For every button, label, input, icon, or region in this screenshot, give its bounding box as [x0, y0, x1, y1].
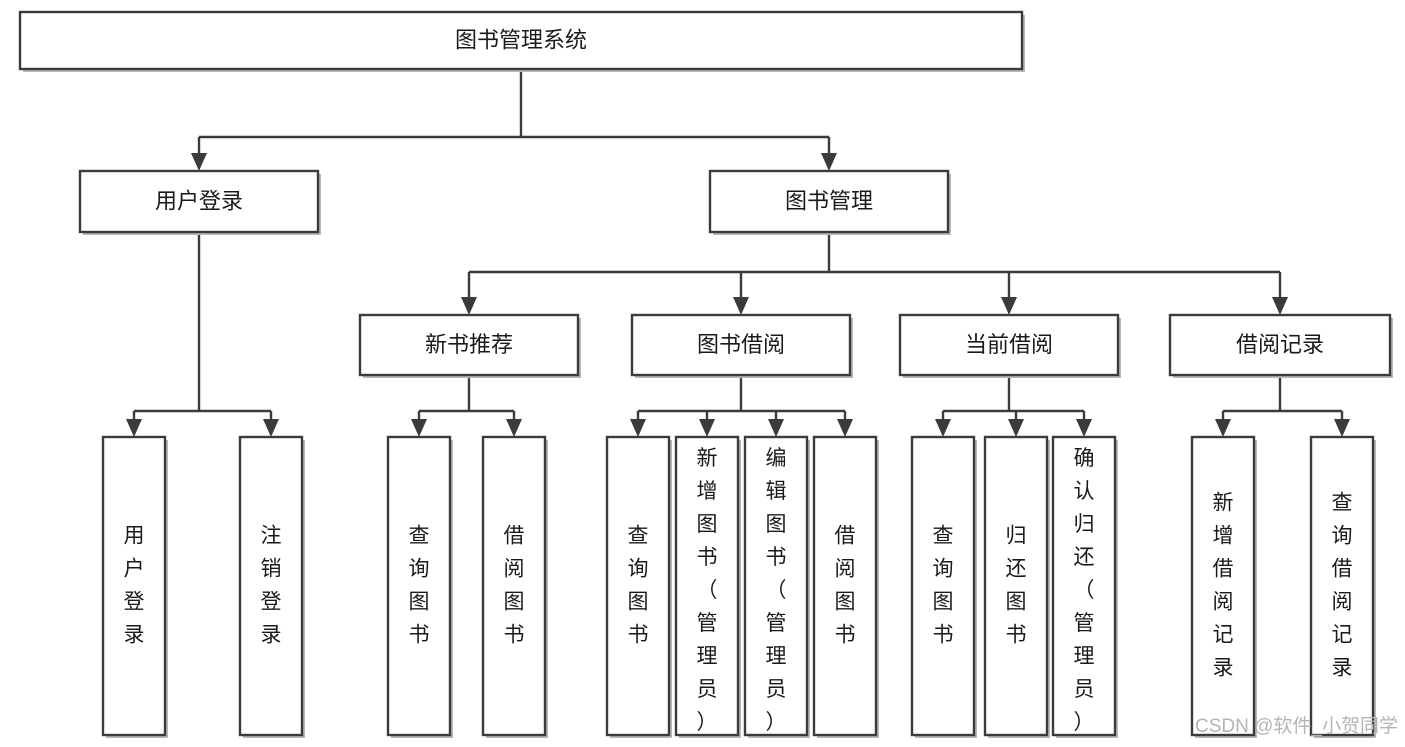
- node-box[interactable]: [481, 435, 547, 737]
- node-recommend-borrow-book[interactable]: 借阅图书: [481, 435, 548, 738]
- node-label: 确认归还（管理员）: [1074, 447, 1095, 734]
- node-box[interactable]: [674, 435, 740, 737]
- node-current-borrow[interactable]: 当前借阅: [898, 313, 1121, 378]
- connector-to-borrow-edit-book-head: [768, 419, 784, 437]
- node-current-query-book[interactable]: 查询图书: [910, 435, 977, 738]
- node-label: 当前借阅: [965, 332, 1053, 357]
- node-label: 借阅图书: [504, 524, 525, 646]
- node-box[interactable]: [708, 169, 950, 234]
- connector-to-recommend-borrow-book-head: [506, 419, 522, 437]
- node-record-query[interactable]: 查询借阅记录: [1309, 435, 1376, 738]
- node-layer: 图书管理系统用户登录用户登录注销登录图书管理新书推荐查询图书借阅图书图书借阅查询…: [18, 10, 1393, 738]
- node-label: 归还图书: [1006, 524, 1027, 646]
- connector-to-current-confirm-return-head: [1076, 419, 1092, 437]
- node-label: 查询图书: [628, 524, 649, 646]
- node-recommend-query-book[interactable]: 查询图书: [386, 435, 453, 738]
- node-label: 借阅图书: [835, 524, 856, 646]
- node-box[interactable]: [1190, 435, 1256, 737]
- node-box[interactable]: [386, 435, 452, 737]
- node-borrow-lend-book[interactable]: 借阅图书: [812, 435, 879, 738]
- node-label: 查询图书: [933, 524, 954, 646]
- connector-to-user-login-head: [191, 153, 207, 171]
- connector-to-borrow-lend-book-head: [837, 419, 853, 437]
- node-box[interactable]: [630, 313, 852, 377]
- connector-to-current-return-book-head: [1008, 419, 1024, 437]
- node-current-return-book[interactable]: 归还图书: [983, 435, 1050, 738]
- node-user-login-do[interactable]: 用户登录: [101, 435, 168, 738]
- node-book-borrow[interactable]: 图书借阅: [630, 313, 853, 378]
- node-box[interactable]: [898, 313, 1120, 377]
- node-label: 查询借阅记录: [1332, 491, 1353, 679]
- connector-to-book-borrow-head: [733, 297, 749, 315]
- connector-to-borrow-add-book-head: [699, 419, 715, 437]
- node-borrow-edit-book[interactable]: 编辑图书（管理员）: [743, 435, 810, 738]
- node-label: 新书推荐: [425, 332, 513, 357]
- node-label: 用户登录: [124, 524, 145, 646]
- node-root[interactable]: 图书管理系统: [18, 10, 1025, 72]
- node-box[interactable]: [101, 435, 167, 737]
- node-box[interactable]: [605, 435, 671, 737]
- node-new-book-recommend[interactable]: 新书推荐: [358, 313, 581, 378]
- node-box[interactable]: [358, 313, 580, 377]
- node-box[interactable]: [1309, 435, 1375, 737]
- node-user-logout[interactable]: 注销登录: [238, 435, 305, 738]
- connector-layer: [126, 69, 1350, 437]
- connector-to-user-logout-head: [263, 419, 279, 437]
- node-label: 借阅记录: [1236, 332, 1324, 357]
- connector-to-borrow-record-head: [1272, 297, 1288, 315]
- connector-to-new-book-recommend-head: [461, 297, 477, 315]
- node-label: 用户登录: [155, 188, 243, 213]
- node-current-confirm-return[interactable]: 确认归还（管理员）: [1051, 435, 1118, 738]
- node-box[interactable]: [983, 435, 1049, 737]
- node-box[interactable]: [78, 169, 320, 234]
- connector-to-user-login-do-head: [126, 419, 142, 437]
- connector-to-current-borrow-head: [1001, 297, 1017, 315]
- node-label: 新增图书（管理员）: [697, 447, 718, 734]
- node-label: 注销登录: [261, 524, 282, 646]
- node-borrow-record[interactable]: 借阅记录: [1168, 313, 1393, 378]
- node-record-add[interactable]: 新增借阅记录: [1190, 435, 1257, 738]
- node-book-manage[interactable]: 图书管理: [708, 169, 951, 235]
- node-borrow-query-book[interactable]: 查询图书: [605, 435, 672, 738]
- node-box[interactable]: [238, 435, 304, 737]
- node-label: 编辑图书（管理员）: [766, 447, 787, 734]
- csdn-watermark: CSDN @软件_小贺同学: [1195, 715, 1398, 737]
- node-box[interactable]: [743, 435, 809, 737]
- node-box[interactable]: [18, 10, 1024, 71]
- node-label: 图书借阅: [697, 332, 785, 357]
- node-box[interactable]: [910, 435, 976, 737]
- node-borrow-add-book[interactable]: 新增图书（管理员）: [674, 435, 741, 738]
- connector-to-record-query-head: [1334, 419, 1350, 437]
- connector-to-recommend-query-book-head: [411, 419, 427, 437]
- node-label: 图书管理: [785, 188, 873, 213]
- connector-to-book-manage-head: [821, 153, 837, 171]
- node-label: 新增借阅记录: [1213, 491, 1234, 679]
- connector-to-record-add-head: [1215, 419, 1231, 437]
- node-label: 查询图书: [409, 524, 430, 646]
- connector-to-borrow-query-book-head: [630, 419, 646, 437]
- node-box[interactable]: [1051, 435, 1117, 737]
- node-label: 图书管理系统: [455, 27, 587, 52]
- node-box[interactable]: [1168, 313, 1392, 377]
- node-user-login[interactable]: 用户登录: [78, 169, 321, 235]
- connector-to-current-query-book-head: [935, 419, 951, 437]
- node-box[interactable]: [812, 435, 878, 737]
